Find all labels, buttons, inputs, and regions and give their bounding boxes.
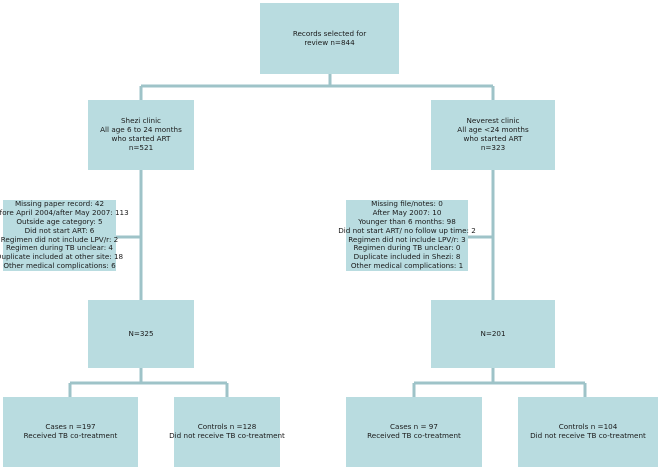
shezi-controls-desc: Did not receive TB co-treatment <box>169 431 285 440</box>
shezi-exclusion-item: Regimen did not include LPV/r: 2 <box>0 234 119 244</box>
shezi-total-count: N=325 <box>128 328 154 338</box>
neverest-controls-box: Controls n =104 Did not receive TB co-tr… <box>518 397 658 467</box>
shezi-controls-count: Controls n =128 <box>197 422 257 432</box>
shezi-cases-desc: Received TB co-treatment <box>23 431 118 440</box>
shezi-exclusion-item: Regimen during TB unclear: 4 <box>6 243 113 253</box>
neverest-clinic-age: All age <24 months <box>457 125 529 135</box>
shezi-exclusion-item: Duplicate included at other site: 18 <box>0 252 124 262</box>
neverest-exclusion-item: After May 2007: 10 <box>372 208 442 218</box>
neverest-exclusion-item: Regimen did not include LPV/r: 3 <box>348 234 466 244</box>
shezi-exclusion-item: Other medical complications: 6 <box>3 260 116 270</box>
neverest-cases-desc: Received TB co-treatment <box>367 431 461 440</box>
neverest-controls-count: Controls n =104 <box>558 422 618 432</box>
neverest-exclusion-item: Missing file/notes: 0 <box>371 199 443 209</box>
neverest-exclusion-item: Other medical complications: 1 <box>350 260 464 270</box>
shezi-exclusions-box: Missing paper record: 42 Before April 20… <box>0 199 129 271</box>
neverest-clinic-name: Neverest clinic <box>466 116 520 126</box>
neverest-clinic-criteria: who started ART <box>463 134 523 143</box>
shezi-controls-box: Controls n =128 Did not receive TB co-tr… <box>169 397 285 467</box>
shezi-total-box: N=325 <box>88 300 194 368</box>
neverest-total-box: N=201 <box>431 300 555 368</box>
neverest-exclusion-item: Regimen during TB unclear: 0 <box>353 243 461 253</box>
shezi-clinic-age: All age 6 to 24 months <box>100 125 182 135</box>
shezi-clinic-count: n=521 <box>128 142 154 152</box>
neverest-exclusion-item: Younger than 6 months: 98 <box>358 216 456 226</box>
shezi-exclusion-item: Missing paper record: 42 <box>14 199 105 209</box>
records-selected-box: Records selected for review n=844 <box>260 3 399 74</box>
neverest-cases-count: Cases n = 97 <box>390 422 438 432</box>
records-selected-line-1: Records selected for <box>292 28 367 38</box>
neverest-total-count: N=201 <box>480 328 506 338</box>
neverest-controls-desc: Did not receive TB co-treatment <box>530 431 646 440</box>
neverest-exclusion-item: Duplicate included in Shezi: 8 <box>353 252 461 262</box>
shezi-exclusion-item: Outside age category: 5 <box>16 216 103 226</box>
records-selected-line-2: review n=844 <box>304 37 355 47</box>
shezi-exclusion-item: Did not start ART: 6 <box>24 225 95 235</box>
shezi-exclusion-item: Before April 2004/after May 2007: 113 <box>0 208 129 218</box>
shezi-clinic-name: Shezi clinic <box>120 116 162 126</box>
shezi-clinic-box: Shezi clinic All age 6 to 24 months who … <box>88 100 194 170</box>
shezi-clinic-criteria: who started ART <box>111 134 171 143</box>
neverest-exclusions-box: Missing file/notes: 0 After May 2007: 10… <box>338 199 476 271</box>
neverest-cases-box: Cases n = 97 Received TB co-treatment <box>346 397 482 467</box>
neverest-clinic-box: Neverest clinic All age <24 months who s… <box>431 100 555 170</box>
neverest-exclusion-item: Did not start ART/ no follow up time: 2 <box>338 225 476 235</box>
shezi-cases-box: Cases n =197 Received TB co-treatment <box>3 397 138 467</box>
neverest-clinic-count: n=323 <box>480 142 506 152</box>
shezi-cases-count: Cases n =197 <box>45 422 96 432</box>
